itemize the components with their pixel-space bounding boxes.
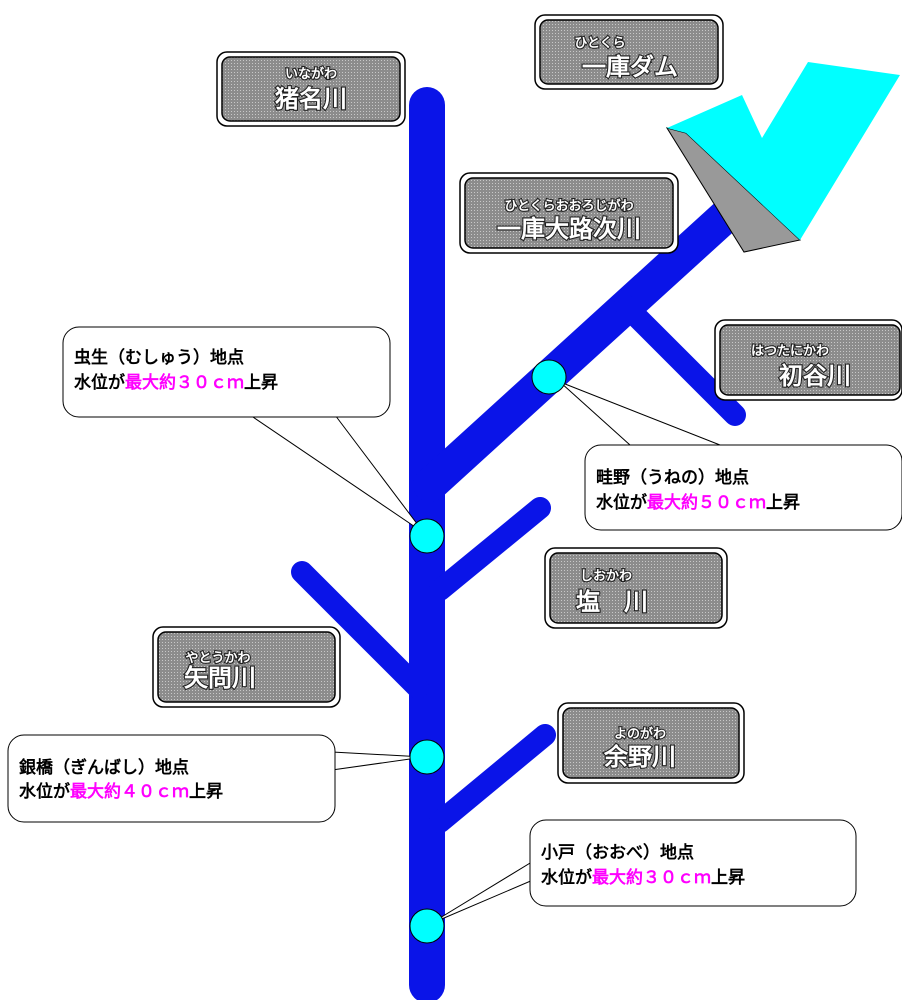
svg-text:小戸（おおべ）地点: 小戸（おおべ）地点 — [541, 842, 694, 863]
ginbashi-prefix: 水位が — [19, 781, 70, 802]
monitoring-points — [409, 359, 567, 944]
label-shio: しおかわ 塩 川 — [544, 547, 728, 629]
callout-mushu: 虫生（むしゅう）地点 水位が最大約３０ｃｍ上昇 — [62, 326, 391, 418]
label-hitokura-dam: ひとくら 一庫ダム — [534, 14, 724, 90]
hatsutani-ruby: はつたにかわ — [751, 344, 829, 359]
oobe-prefix: 水位が — [541, 867, 592, 888]
svg-text:畦野（うねの）地点: 畦野（うねの）地点 — [596, 467, 749, 488]
callout-oobe: 小戸（おおべ）地点 水位が最大約３０ｃｍ上昇 — [529, 819, 857, 907]
hitokura-dam-icon — [665, 62, 900, 253]
yatou-river — [291, 561, 429, 699]
label-inagawa: いながわ 猪名川 — [216, 51, 406, 127]
hitokura-dam-ruby: ひとくら — [574, 36, 625, 51]
label-hatsutani: はつたにかわ 初谷川 — [714, 319, 902, 401]
dam-face — [667, 62, 900, 240]
ginbashi-suffix: 上昇 — [189, 782, 223, 802]
yatou-ruby: やとうかわ — [185, 651, 250, 666]
unene-point — [531, 359, 567, 395]
callout-ginbashi: 銀橋（ぎんばし）地点 水位が最大約４０ｃｍ上昇 — [7, 734, 336, 823]
shio-name: 塩 川 — [576, 588, 648, 616]
yono-ruby: よのがわ — [614, 726, 666, 742]
inagawa-name: 猪名川 — [275, 85, 347, 113]
oobe-pointer — [429, 856, 541, 925]
shio-ruby: しおかわ — [580, 569, 632, 584]
unene-value: 最大約５０ｃｍ — [647, 492, 766, 513]
hatsutani-name: 初谷川 — [779, 362, 851, 390]
yono-name: 余野川 — [603, 743, 676, 771]
oobe-point — [409, 908, 445, 944]
svg-text:水位が最大約４０ｃｍ上昇: 水位が最大約４０ｃｍ上昇 — [19, 781, 223, 802]
shio-river — [429, 497, 551, 601]
mushu-pointer — [249, 414, 425, 534]
inagawa-ruby: いながわ — [285, 66, 337, 82]
unene-line1: 畦野（うねの）地点 — [596, 467, 749, 488]
label-hitokura-ooroji: ひとくらおおろじがわ 一庫大路次川 — [459, 172, 679, 254]
unene-prefix: 水位が — [596, 492, 647, 513]
mushu-value: 最大約３０ｃｍ — [125, 372, 244, 393]
hitokura-dam-name: 一庫ダム — [582, 53, 678, 81]
yono-river — [429, 724, 556, 833]
oobe-line1: 小戸（おおべ）地点 — [541, 842, 694, 863]
unene-suffix: 上昇 — [766, 493, 800, 513]
svg-text:銀橋（ぎんばし）地点: 銀橋（ぎんばし）地点 — [19, 757, 189, 778]
svg-text:水位が最大約３０ｃｍ上昇: 水位が最大約３０ｃｍ上昇 — [74, 372, 278, 393]
label-yatou: やとうかわ 矢問川 — [152, 626, 341, 708]
mushu-line1: 虫生（むしゅう）地点 — [74, 347, 244, 368]
ginbashi-line1: 銀橋（ぎんばし）地点 — [19, 757, 189, 778]
yatou-name: 矢問川 — [184, 664, 256, 692]
ginbashi-value: 最大約４０ｃｍ — [70, 781, 189, 802]
svg-text:水位が最大約３０ｃｍ上昇: 水位が最大約３０ｃｍ上昇 — [541, 867, 745, 888]
hitokura-ooroji-ruby: ひとくらおおろじがわ — [504, 198, 633, 214]
ginbashi-point — [409, 739, 445, 775]
svg-text:水位が最大約５０ｃｍ上昇: 水位が最大約５０ｃｍ上昇 — [596, 492, 800, 513]
label-yono: よのがわ 余野川 — [557, 702, 745, 784]
oobe-value: 最大約３０ｃｍ — [592, 867, 711, 888]
svg-text:虫生（むしゅう）地点: 虫生（むしゅう）地点 — [74, 347, 244, 368]
mushu-suffix: 上昇 — [244, 373, 278, 393]
mushu-point — [409, 518, 445, 554]
callout-unene: 畦野（うねの）地点 水位が最大約５０ｃｍ上昇 — [584, 444, 902, 531]
mushu-prefix: 水位が — [74, 372, 125, 393]
oobe-suffix: 上昇 — [711, 868, 745, 888]
hitokura-ooroji-river — [413, 195, 747, 502]
hitokura-ooroji-name: 一庫大路次川 — [497, 215, 641, 243]
